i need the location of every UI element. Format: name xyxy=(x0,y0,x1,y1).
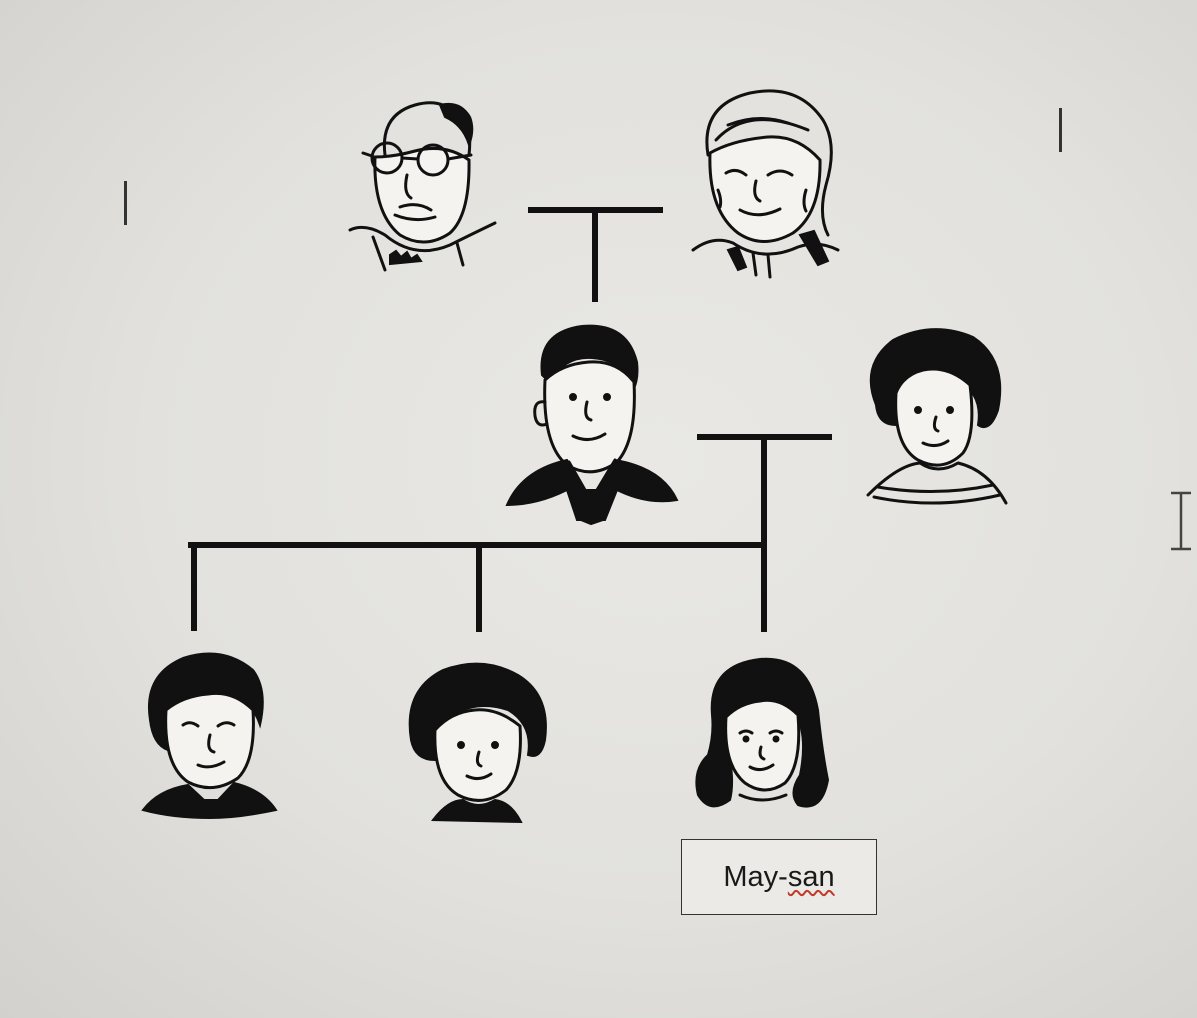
brother-portrait-icon xyxy=(141,652,278,820)
grandfather-portrait-icon xyxy=(348,101,497,272)
grandmother-portrait-icon xyxy=(691,89,840,279)
name-label-textbox[interactable]: May-san xyxy=(681,839,877,915)
text-caret-left xyxy=(124,181,127,225)
name-label-misspelled-word: san xyxy=(787,860,835,893)
father-portrait-icon xyxy=(505,324,679,526)
mother-portrait-icon xyxy=(866,328,1008,505)
text-caret-top-right xyxy=(1059,108,1062,152)
may-portrait-icon xyxy=(695,657,830,808)
ibeam-cursor-icon xyxy=(1171,491,1191,551)
name-label-prefix: May- xyxy=(723,860,788,893)
sister-portrait-icon xyxy=(408,662,547,824)
